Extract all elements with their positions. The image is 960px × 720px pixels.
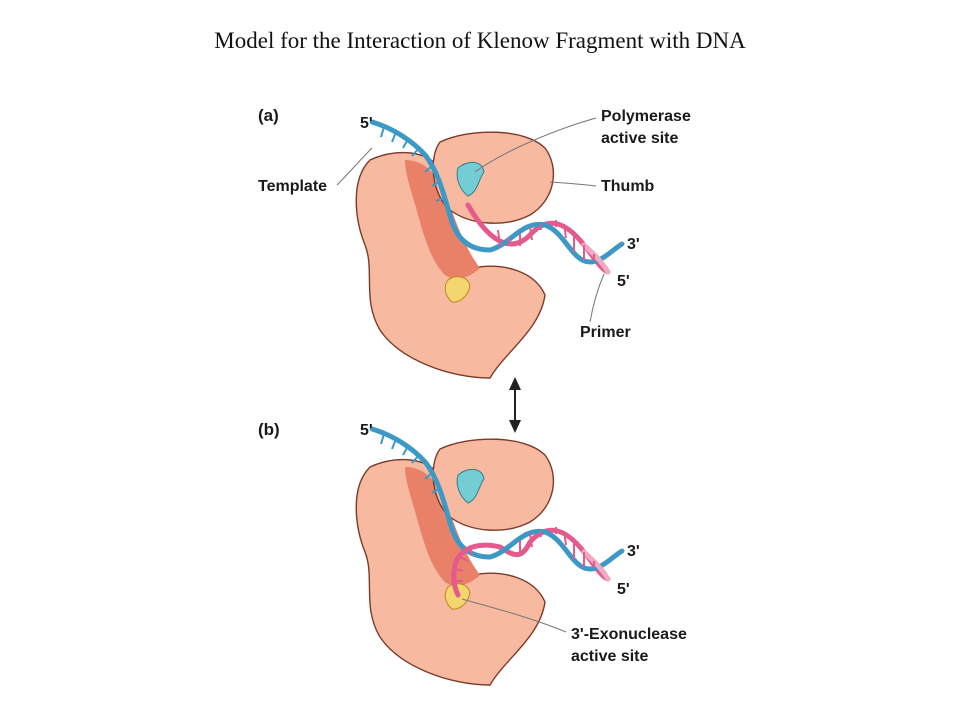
cleft-a xyxy=(405,160,480,279)
template-label: Template xyxy=(258,178,327,195)
end-5prime-label-b: 5' xyxy=(617,581,630,598)
end-3prime-label-a: 3' xyxy=(627,236,640,253)
helix-template-a xyxy=(487,221,625,265)
exonuclease-site-a xyxy=(444,276,471,303)
polymerase-label-line2: active site xyxy=(601,130,678,147)
leader-thumb xyxy=(549,181,597,187)
leader-template xyxy=(336,147,373,186)
end-5prime-label-a: 5' xyxy=(617,273,630,290)
exonuclease-label-line2: active site xyxy=(571,648,648,665)
polymerase-label-line1: Polymerase xyxy=(601,108,691,125)
panel-tag-a: (a) xyxy=(258,106,279,125)
primer-label: Primer xyxy=(580,324,631,341)
leader-primer xyxy=(589,273,605,323)
template-bases-a xyxy=(380,126,445,202)
exonuclease-label-line1: 3'-Exonuclease xyxy=(571,626,687,643)
template-strand-a xyxy=(369,119,493,253)
primer-frayed-end-b xyxy=(451,542,503,598)
panel-b: (b) 5' 3' 5' 3'-Exonuclease active site xyxy=(258,420,687,686)
page-title: Model for the Interaction of Klenow Frag… xyxy=(214,28,746,53)
panel-tag-b: (b) xyxy=(258,420,280,439)
leader-polymerase xyxy=(474,117,597,173)
conformation-double-arrow xyxy=(509,377,521,433)
primer-tail-b xyxy=(581,549,611,582)
primer-frayed-bases-b xyxy=(454,546,473,582)
template-5prime-label-a: 5' xyxy=(360,115,373,132)
template-5prime-label-b: 5' xyxy=(360,422,373,439)
panel-a: (a) 5' Template Polymerase active site T… xyxy=(258,106,691,379)
template-bases-b xyxy=(380,433,440,494)
end-3prime-label-b: 3' xyxy=(627,543,640,560)
polymerase-site-b xyxy=(456,469,485,504)
thumb-label: Thumb xyxy=(601,178,655,195)
helix-template-b xyxy=(487,528,625,572)
thumb-b xyxy=(432,438,555,531)
helix-rungs-a xyxy=(497,220,595,261)
primer-tail-a xyxy=(581,242,611,275)
thumb-a xyxy=(432,131,555,224)
helix-rungs-b xyxy=(519,527,595,568)
leader-exonuclease xyxy=(461,598,567,633)
